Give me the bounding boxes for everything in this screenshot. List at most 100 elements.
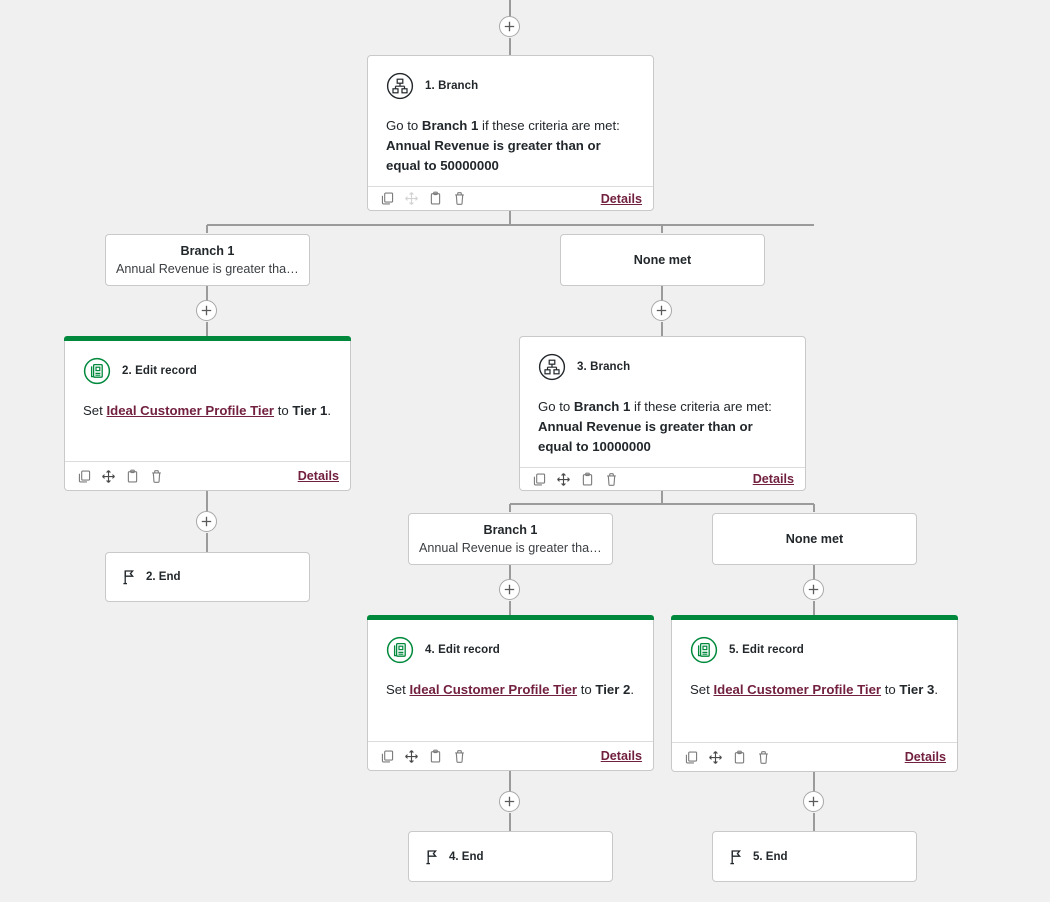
copy-icon[interactable] (684, 750, 699, 765)
add-step-button-branch3-none[interactable] (803, 579, 824, 600)
workflow-node-edit-record-4[interactable]: 4. Edit record Set Ideal Customer Profil… (367, 615, 654, 771)
branch-intro-suffix: if these criteria are met: (630, 399, 772, 414)
add-step-button-after-edit4[interactable] (499, 791, 520, 812)
add-step-button-after-edit2[interactable] (196, 511, 217, 532)
move-icon[interactable] (708, 750, 723, 765)
add-step-button-top[interactable] (499, 16, 520, 37)
delete-icon[interactable] (149, 469, 164, 484)
plus-icon (504, 584, 515, 595)
edit-record-icon (386, 636, 414, 664)
details-link[interactable]: Details (297, 469, 339, 483)
paste-icon[interactable] (580, 472, 595, 487)
plus-icon (201, 305, 212, 316)
delete-icon[interactable] (604, 472, 619, 487)
workflow-node-edit-record-5[interactable]: 5. Edit record Set Ideal Customer Profil… (671, 615, 958, 772)
paste-icon[interactable] (125, 469, 140, 484)
node-title: 3. Branch (577, 361, 631, 373)
node-title: 5. Edit record (729, 644, 804, 656)
field-value: Tier 1 (292, 403, 328, 418)
paste-icon[interactable] (428, 749, 443, 764)
branch-intro-name: Branch 1 (573, 399, 631, 414)
node-footer: Details (368, 741, 653, 770)
delete-icon[interactable] (756, 750, 771, 765)
to-word: to (274, 403, 293, 418)
branch-criteria: Annual Revenue is greater than or equal … (386, 138, 601, 173)
branch-label-branch-1[interactable]: Branch 1 Annual Revenue is greater than… (105, 234, 310, 286)
node-footer: Details (672, 742, 957, 771)
details-link[interactable]: Details (752, 472, 794, 486)
workflow-node-branch-3[interactable]: 3. Branch Go to Branch 1 if these criter… (519, 336, 806, 491)
plus-icon (504, 796, 515, 807)
move-icon (405, 192, 418, 205)
field-link[interactable]: Ideal Customer Profile Tier (713, 682, 882, 697)
branch-hierarchy-icon (538, 353, 566, 381)
branch-label-title: None met (633, 252, 692, 267)
details-link[interactable]: Details (600, 749, 642, 763)
set-prefix: Set (690, 682, 714, 697)
node-header: 5. Edit record (690, 636, 939, 664)
details-link[interactable]: Details (600, 191, 642, 206)
copy-icon[interactable] (532, 472, 547, 487)
delete-icon[interactable] (452, 191, 467, 206)
branch-label-none-met-nested[interactable]: None met (712, 513, 917, 565)
node-body: 2. Edit record Set Ideal Customer Profil… (65, 341, 350, 461)
field-link[interactable]: Ideal Customer Profile Tier (409, 682, 578, 697)
field-link[interactable]: Ideal Customer Profile Tier (106, 403, 275, 418)
move-icon[interactable] (404, 749, 419, 764)
copy-icon[interactable] (380, 191, 395, 206)
branch-intro-prefix: Go to (538, 399, 574, 414)
node-description: Go to Branch 1 if these criteria are met… (386, 116, 635, 176)
workflow-node-branch-1[interactable]: 1. Branch Go to Branch 1 if these criter… (367, 55, 654, 211)
workflow-node-edit-record-2[interactable]: 2. Edit record Set Ideal Customer Profil… (64, 336, 351, 491)
copy-icon[interactable] (380, 749, 395, 764)
delete-icon[interactable] (452, 749, 467, 764)
node-footer: Details (368, 186, 653, 210)
node-tools (532, 472, 619, 487)
branch-label-branch-1-nested[interactable]: Branch 1 Annual Revenue is greater than… (408, 513, 613, 565)
branch-intro-prefix: Go to (386, 118, 422, 133)
node-body: 3. Branch Go to Branch 1 if these criter… (520, 337, 805, 467)
move-icon[interactable] (556, 472, 571, 487)
plus-icon (656, 305, 667, 316)
node-body: 1. Branch Go to Branch 1 if these criter… (368, 56, 653, 186)
plus-icon (808, 584, 819, 595)
paste-icon[interactable] (732, 750, 747, 765)
field-value: Tier 3 (899, 682, 935, 697)
move-icon[interactable] (101, 469, 116, 484)
node-tools (77, 469, 164, 484)
node-tools (684, 750, 771, 765)
period: . (630, 682, 635, 697)
workflow-node-end-2[interactable]: 2. End (105, 552, 310, 602)
end-flag-icon (123, 570, 135, 585)
node-header: 2. Edit record (83, 357, 332, 385)
add-step-button-branch3-yes[interactable] (499, 579, 520, 600)
to-word: to (881, 682, 900, 697)
branch-label-none-met[interactable]: None met (560, 234, 765, 286)
add-step-button-none-met[interactable] (651, 300, 672, 321)
node-header: 4. Edit record (386, 636, 635, 664)
set-prefix: Set (83, 403, 107, 418)
add-step-button-branch1[interactable] (196, 300, 217, 321)
branch-hierarchy-icon (386, 72, 414, 100)
copy-icon[interactable] (77, 469, 92, 484)
details-link[interactable]: Details (904, 750, 946, 764)
node-description: Set Ideal Customer Profile Tier to Tier … (83, 401, 332, 421)
node-body: 5. Edit record Set Ideal Customer Profil… (672, 620, 957, 742)
add-step-button-after-edit5[interactable] (803, 791, 824, 812)
branch-criteria: Annual Revenue is greater than or equal … (538, 419, 753, 454)
workflow-node-end-5[interactable]: 5. End (712, 831, 917, 882)
branch-label-title: Branch 1 (483, 522, 538, 537)
node-footer: Details (520, 467, 805, 490)
workflow-node-end-4[interactable]: 4. End (408, 831, 613, 882)
node-accent-bar (671, 615, 958, 620)
paste-icon[interactable] (428, 191, 443, 206)
to-word: to (577, 682, 596, 697)
node-description: Set Ideal Customer Profile Tier to Tier … (386, 680, 635, 700)
node-title: 1. Branch (425, 80, 479, 92)
branch-label-subtitle: Annual Revenue is greater than… (419, 540, 602, 555)
edit-record-icon (690, 636, 718, 664)
end-node-title: 4. End (449, 850, 484, 863)
set-prefix: Set (386, 682, 410, 697)
